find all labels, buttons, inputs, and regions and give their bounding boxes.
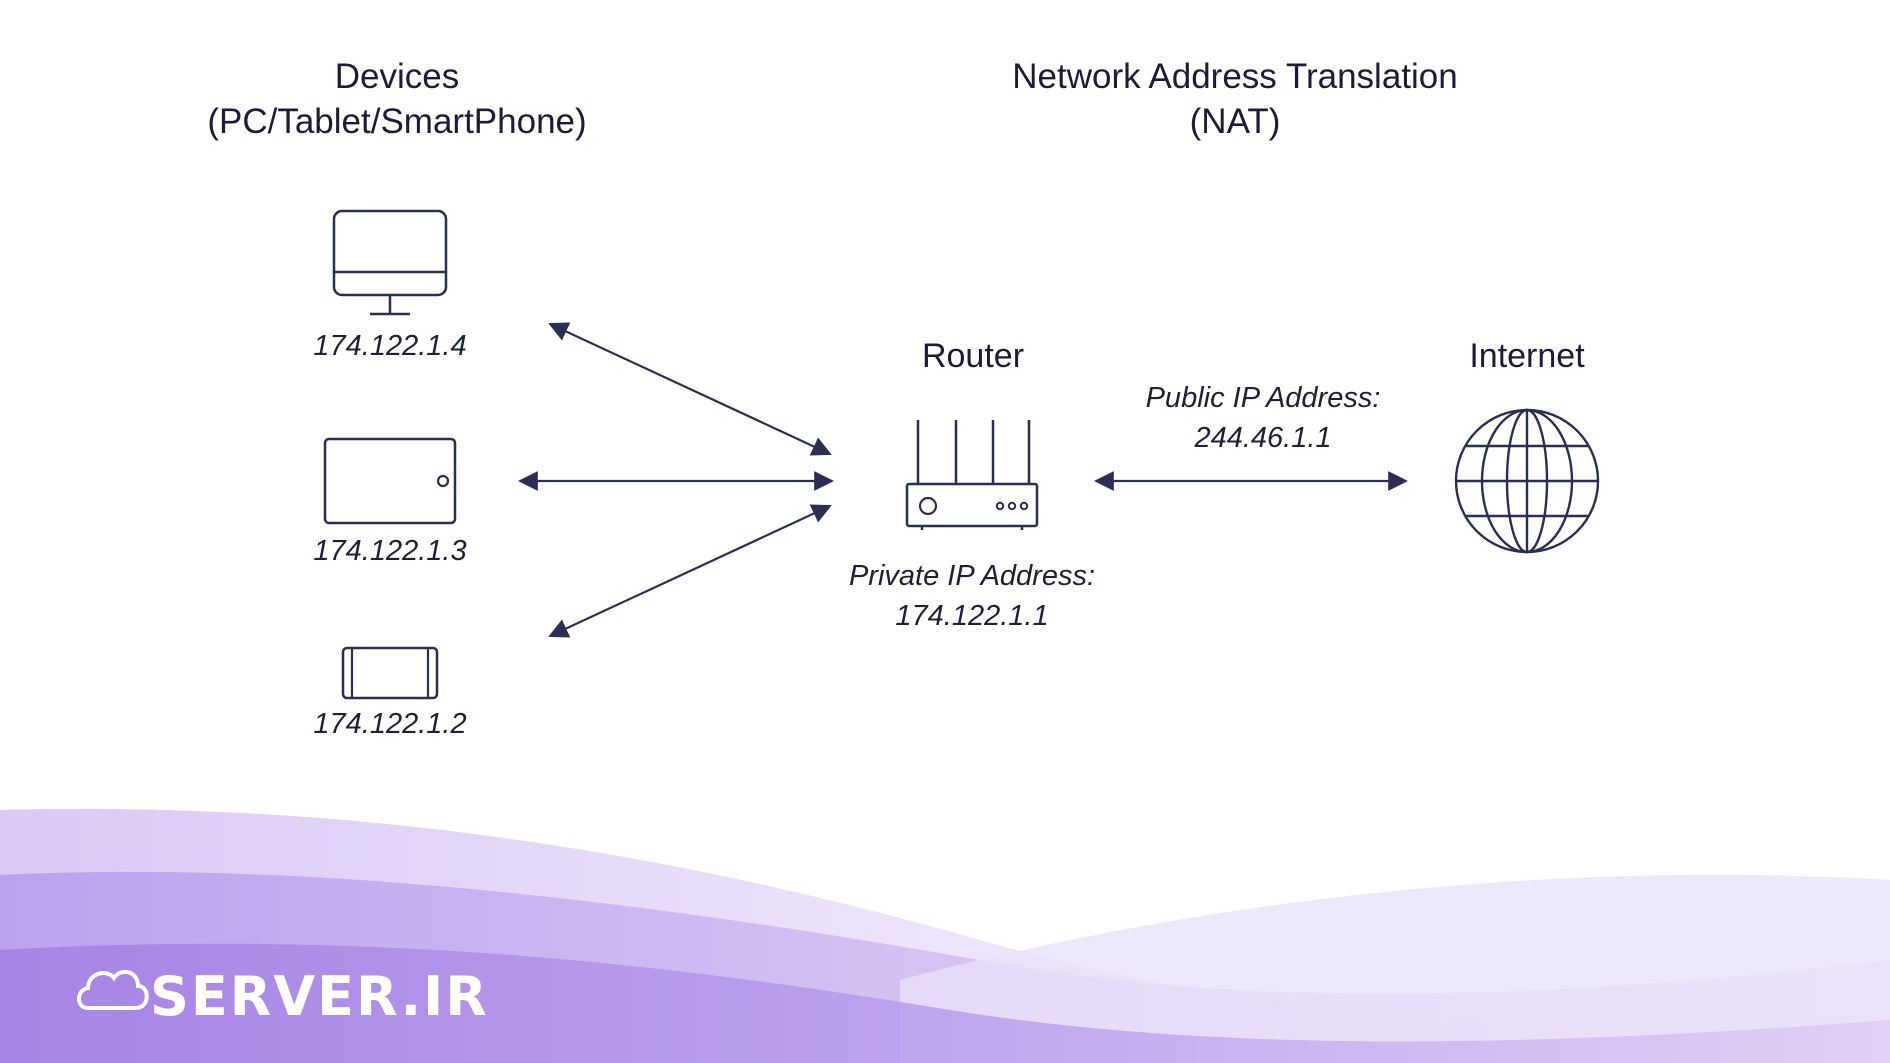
tablet-icon — [323, 437, 457, 525]
nat-heading: Network Address Translation (NAT) — [975, 54, 1495, 144]
internet-label: Internet — [1469, 337, 1585, 375]
nat-heading-line1: Network Address Translation — [1012, 57, 1458, 96]
pc-router-arrow — [548, 322, 832, 456]
devices-heading-line1: Devices — [334, 57, 460, 96]
private-ip-block: Private IP Address: 174.122.1.1 — [822, 556, 1122, 636]
smartphone-router-arrow — [548, 504, 832, 638]
server-ir-logo: SERVER.IR — [150, 965, 489, 1028]
private-ip-label: Private IP Address: — [848, 560, 1096, 592]
globe-icon — [1454, 408, 1600, 554]
private-ip-value: 174.122.1.1 — [895, 600, 1049, 632]
router-icon — [905, 420, 1039, 530]
nat-heading-line2: (NAT) — [1189, 102, 1281, 141]
public-ip-block: Public IP Address: 244.46.1.1 — [1113, 378, 1413, 458]
public-ip-value: 244.46.1.1 — [1194, 422, 1332, 454]
tablet-ip: 174.122.1.3 — [313, 535, 467, 567]
devices-heading-line2: (PC/Tablet/SmartPhone) — [207, 102, 587, 141]
desktop-monitor-icon — [332, 209, 448, 316]
smartphone-icon — [341, 646, 439, 700]
router-label: Router — [921, 337, 1025, 375]
devices-heading: Devices (PC/Tablet/SmartPhone) — [197, 54, 597, 144]
connection-arrows — [518, 322, 1408, 638]
pc-ip: 174.122.1.4 — [313, 330, 467, 362]
public-ip-label: Public IP Address: — [1145, 382, 1381, 414]
cloud-logo-icon — [77, 969, 149, 1010]
smartphone-ip: 174.122.1.2 — [313, 708, 467, 740]
